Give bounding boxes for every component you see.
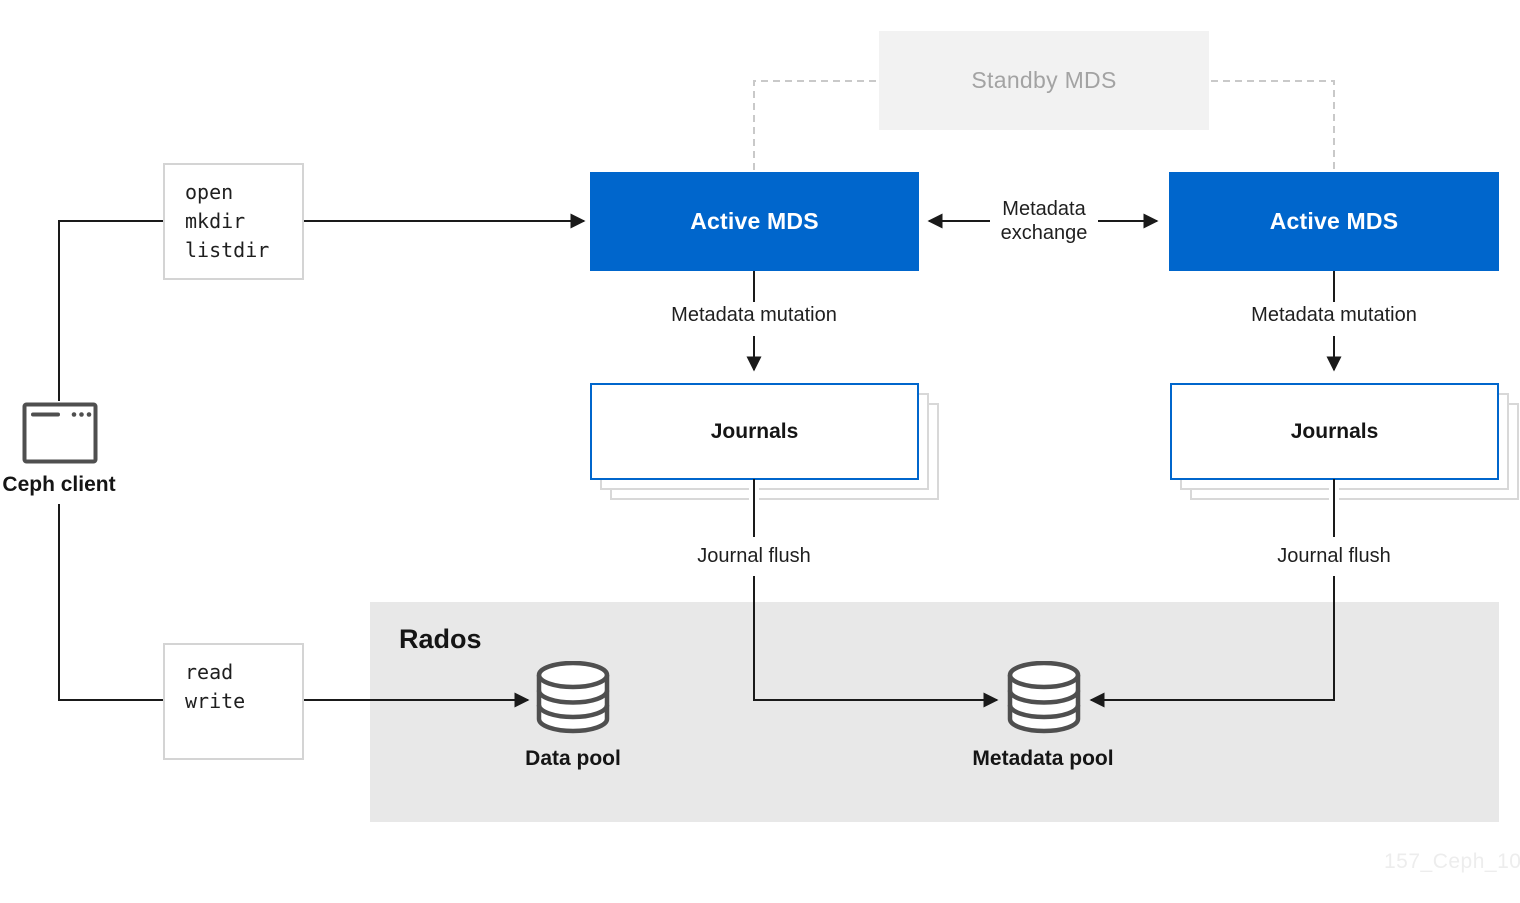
journal-flush-right-label: Journal flush: [1277, 545, 1391, 567]
journal-flush-left-label: Journal flush: [697, 545, 811, 567]
ceph-client-window-icon: [22, 402, 98, 464]
metadata-mutation-right-label: Metadata mutation: [1251, 304, 1417, 326]
active-mds-left-label: Active MDS: [690, 208, 819, 234]
fs-operations-box: open mkdir listdir: [163, 163, 304, 280]
io-op-read: read: [185, 660, 234, 684]
metadata-exchange-label-line1: Metadata: [1002, 198, 1086, 220]
figure-watermark: 157_Ceph_1021: [1384, 850, 1520, 873]
standby-mds-node: Standby MDS: [879, 31, 1209, 130]
standby-to-active-right-dashed-line: [1211, 80, 1335, 170]
metadata-exchange-label: Metadata exchange: [944, 197, 1144, 245]
metadata-pool-cylinder-icon: [1006, 661, 1082, 737]
data-pool-cylinder-icon: [535, 661, 611, 737]
metadata-exchange-label-line2: exchange: [1000, 222, 1088, 244]
metadata-mutation-left-label: Metadata mutation: [671, 304, 837, 326]
metadata-pool-label: Metadata pool: [972, 747, 1114, 770]
fs-op-listdir: listdir: [185, 238, 270, 262]
data-pool-label: Data pool: [525, 747, 621, 770]
standby-mds-label: Standby MDS: [971, 67, 1117, 93]
io-operations-box: read write: [163, 643, 304, 760]
client-to-fs-ops-line: [58, 220, 163, 401]
fs-op-mkdir: mkdir: [185, 209, 246, 233]
active-mds-right-node: Active MDS: [1169, 172, 1499, 271]
journals-right-label: Journals: [1290, 419, 1379, 443]
standby-to-active-left-dashed-line: [753, 80, 877, 170]
active-mds-right-label: Active MDS: [1269, 208, 1399, 234]
ceph-client-label: Ceph client: [2, 473, 116, 496]
io-op-write: write: [185, 689, 246, 713]
rados-region-title: Rados: [399, 624, 482, 654]
client-to-io-ops-line: [58, 504, 163, 701]
active-mds-left-node: Active MDS: [590, 172, 919, 271]
journals-left-node: Journals: [590, 383, 919, 480]
journals-right-node: Journals: [1170, 383, 1499, 480]
fs-op-open: open: [185, 180, 234, 204]
journals-left-label: Journals: [710, 419, 799, 443]
